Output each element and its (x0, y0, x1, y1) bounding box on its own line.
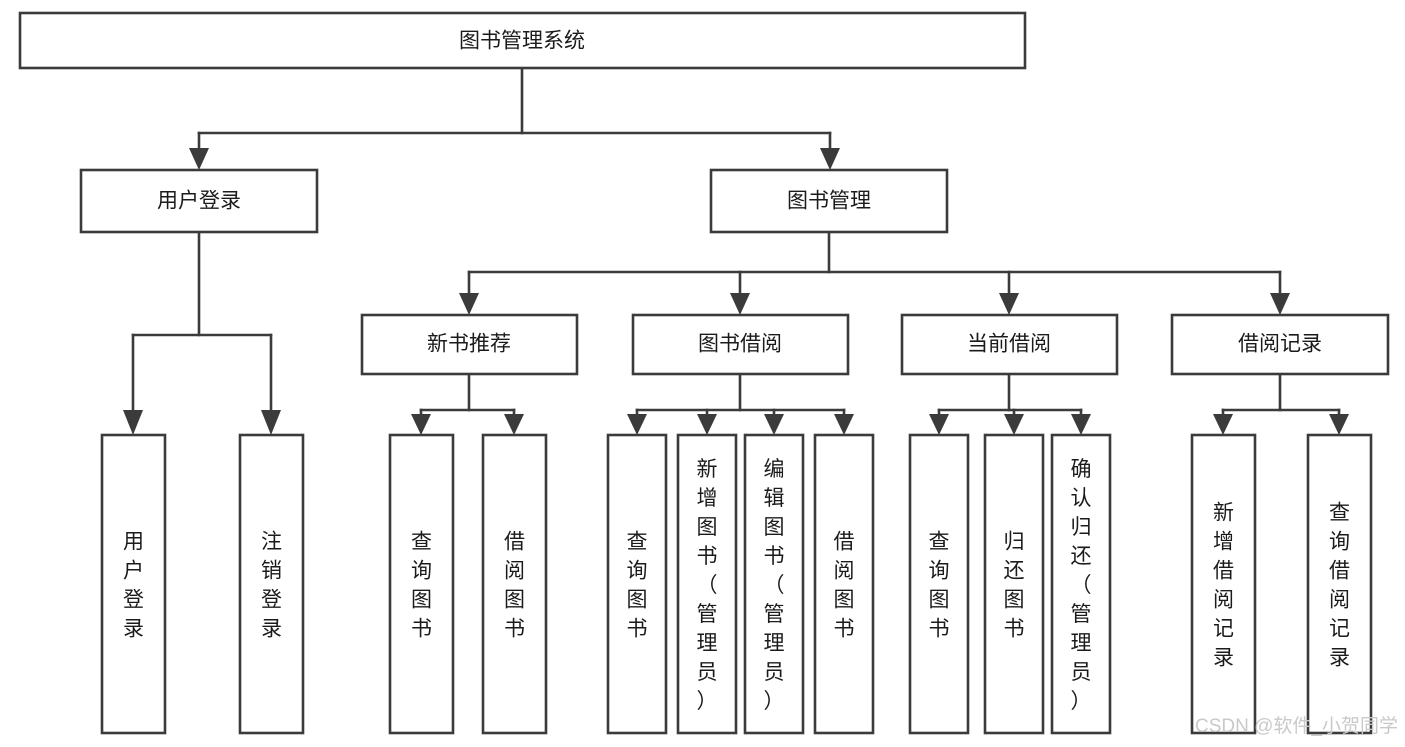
arrowhead-leaf-borrow-book-recommend (504, 414, 524, 435)
node-leaf-query-book-borrow-label: 查询图书 (627, 531, 648, 641)
node-leaf-edit-book-admin[interactable]: 编辑图书（管理员） (743, 433, 805, 735)
node-borrow-record-box[interactable] (1170, 313, 1390, 376)
node-leaf-user-login[interactable]: 用户登录 (100, 433, 167, 735)
node-leaf-return-book-label: 归还图书 (1004, 531, 1025, 641)
arrowhead-leaf-query-book-recommend (411, 414, 431, 435)
node-user-login-label: 用户登录 (157, 190, 241, 213)
node-leaf-query-book-current-label: 查询图书 (929, 531, 950, 641)
node-leaf-query-book-recommend-label: 查询图书 (411, 531, 432, 641)
arrowhead-leaf-user-login (123, 410, 143, 435)
connector-group-root (189, 66, 840, 170)
node-leaf-query-book-recommend[interactable]: 查询图书 (388, 433, 455, 735)
node-root-label: 图书管理系统 (459, 30, 585, 53)
connector-group-book-borrow (627, 372, 854, 435)
arrowhead-current-borrow (999, 293, 1019, 315)
arrowhead-leaf-add-borrow-record (1213, 414, 1233, 435)
connector-group-user-login (123, 230, 281, 435)
node-leaf-query-book-current-box[interactable] (908, 433, 970, 735)
node-leaf-query-borrow-record-label: 查询借阅记录 (1329, 502, 1350, 670)
arrowhead-book-borrow (730, 293, 750, 315)
connector-group-new-book-recommend (411, 372, 524, 435)
node-leaf-logout-box[interactable] (238, 433, 305, 735)
node-leaf-confirm-return-admin-box[interactable] (1050, 433, 1112, 735)
arrowhead-leaf-confirm-return-admin (1071, 414, 1091, 435)
node-leaf-query-book-recommend-box[interactable] (388, 433, 455, 735)
node-borrow-record-label: 借阅记录 (1238, 333, 1322, 356)
node-leaf-logout[interactable]: 注销登录 (238, 433, 305, 735)
arrowhead-leaf-query-book-current (929, 414, 949, 435)
arrowhead-leaf-add-book-admin (697, 414, 717, 435)
node-leaf-borrow-book-label: 借阅图书 (834, 531, 855, 641)
node-new-book-recommend-box[interactable] (360, 313, 579, 376)
node-new-book-recommend-label: 新书推荐 (427, 333, 511, 356)
node-leaf-borrow-book-recommend-label: 借阅图书 (504, 531, 525, 641)
node-leaf-return-book[interactable]: 归还图书 (983, 433, 1045, 735)
node-book-management-box[interactable] (709, 168, 949, 234)
node-leaf-borrow-book-box[interactable] (813, 433, 875, 735)
arrowhead-book-management (820, 148, 840, 170)
node-leaf-borrow-book-recommend[interactable]: 借阅图书 (481, 433, 548, 735)
leaf-node-layer: 用户登录 注销登录 查询图书 借阅图书 查询图书 新增图书（管理员） 编辑图书（管理员） 借阅… (100, 433, 1373, 735)
node-current-borrow-label: 当前借阅 (967, 333, 1051, 356)
node-book-management[interactable]: 图书管理 (709, 168, 949, 234)
node-leaf-confirm-return-admin-label: 确认归还（管理员） (1071, 458, 1092, 713)
node-current-borrow[interactable]: 当前借阅 (900, 313, 1119, 376)
node-leaf-edit-book-admin-box[interactable] (743, 433, 805, 735)
node-book-management-label: 图书管理 (787, 190, 871, 213)
node-leaf-add-borrow-record-box[interactable] (1190, 433, 1257, 735)
node-current-borrow-box[interactable] (900, 313, 1119, 376)
arrowhead-leaf-query-borrow-record (1329, 414, 1349, 435)
arrowhead-user-login (189, 148, 209, 170)
arrowhead-leaf-query-book-borrow (627, 414, 647, 435)
node-new-book-recommend[interactable]: 新书推荐 (360, 313, 579, 376)
node-leaf-borrow-book[interactable]: 借阅图书 (813, 433, 875, 735)
node-leaf-logout-label: 注销登录 (261, 531, 282, 641)
arrowhead-leaf-edit-book-admin (764, 414, 784, 435)
node-leaf-add-borrow-record-label: 新增借阅记录 (1213, 502, 1234, 670)
node-leaf-add-book-admin[interactable]: 新增图书（管理员） (676, 433, 738, 735)
node-leaf-query-borrow-record-box[interactable] (1306, 433, 1373, 735)
connector-group-book-management (459, 230, 1290, 315)
node-root[interactable]: 图书管理系统 (18, 11, 1027, 70)
connector-group-borrow-record (1213, 372, 1349, 435)
node-leaf-user-login-label: 用户登录 (123, 531, 144, 641)
node-user-login[interactable]: 用户登录 (79, 168, 319, 234)
node-root-box[interactable] (18, 11, 1027, 70)
node-leaf-confirm-return-admin[interactable]: 确认归还（管理员） (1050, 433, 1112, 735)
node-book-borrow-label: 图书借阅 (698, 333, 782, 356)
node-leaf-edit-book-admin-label: 编辑图书（管理员） (764, 458, 785, 713)
node-leaf-query-borrow-record[interactable]: 查询借阅记录 (1306, 433, 1373, 735)
csdn-watermark: CSDN @软件_小贺同学 (1195, 715, 1398, 737)
node-user-login-box[interactable] (79, 168, 319, 234)
node-borrow-record[interactable]: 借阅记录 (1170, 313, 1390, 376)
node-leaf-add-book-admin-label: 新增图书（管理员） (697, 458, 718, 713)
node-leaf-user-login-box[interactable] (100, 433, 167, 735)
node-leaf-add-book-admin-box[interactable] (676, 433, 738, 735)
arrowhead-leaf-borrow-book (834, 414, 854, 435)
connector-group-current-borrow (929, 372, 1091, 435)
node-leaf-borrow-book-recommend-box[interactable] (481, 433, 548, 735)
arrowhead-borrow-record (1270, 293, 1290, 315)
arrowhead-new-book-recommend (459, 293, 479, 315)
arrowhead-leaf-logout (261, 410, 281, 435)
node-leaf-add-borrow-record[interactable]: 新增借阅记录 (1190, 433, 1257, 735)
node-leaf-query-book-current[interactable]: 查询图书 (908, 433, 970, 735)
node-leaf-query-book-borrow-box[interactable] (606, 433, 668, 735)
node-book-borrow[interactable]: 图书借阅 (631, 313, 850, 376)
node-leaf-return-book-box[interactable] (983, 433, 1045, 735)
arrowhead-leaf-return-book (1004, 414, 1024, 435)
node-book-borrow-box[interactable] (631, 313, 850, 376)
node-leaf-query-book-borrow[interactable]: 查询图书 (606, 433, 668, 735)
